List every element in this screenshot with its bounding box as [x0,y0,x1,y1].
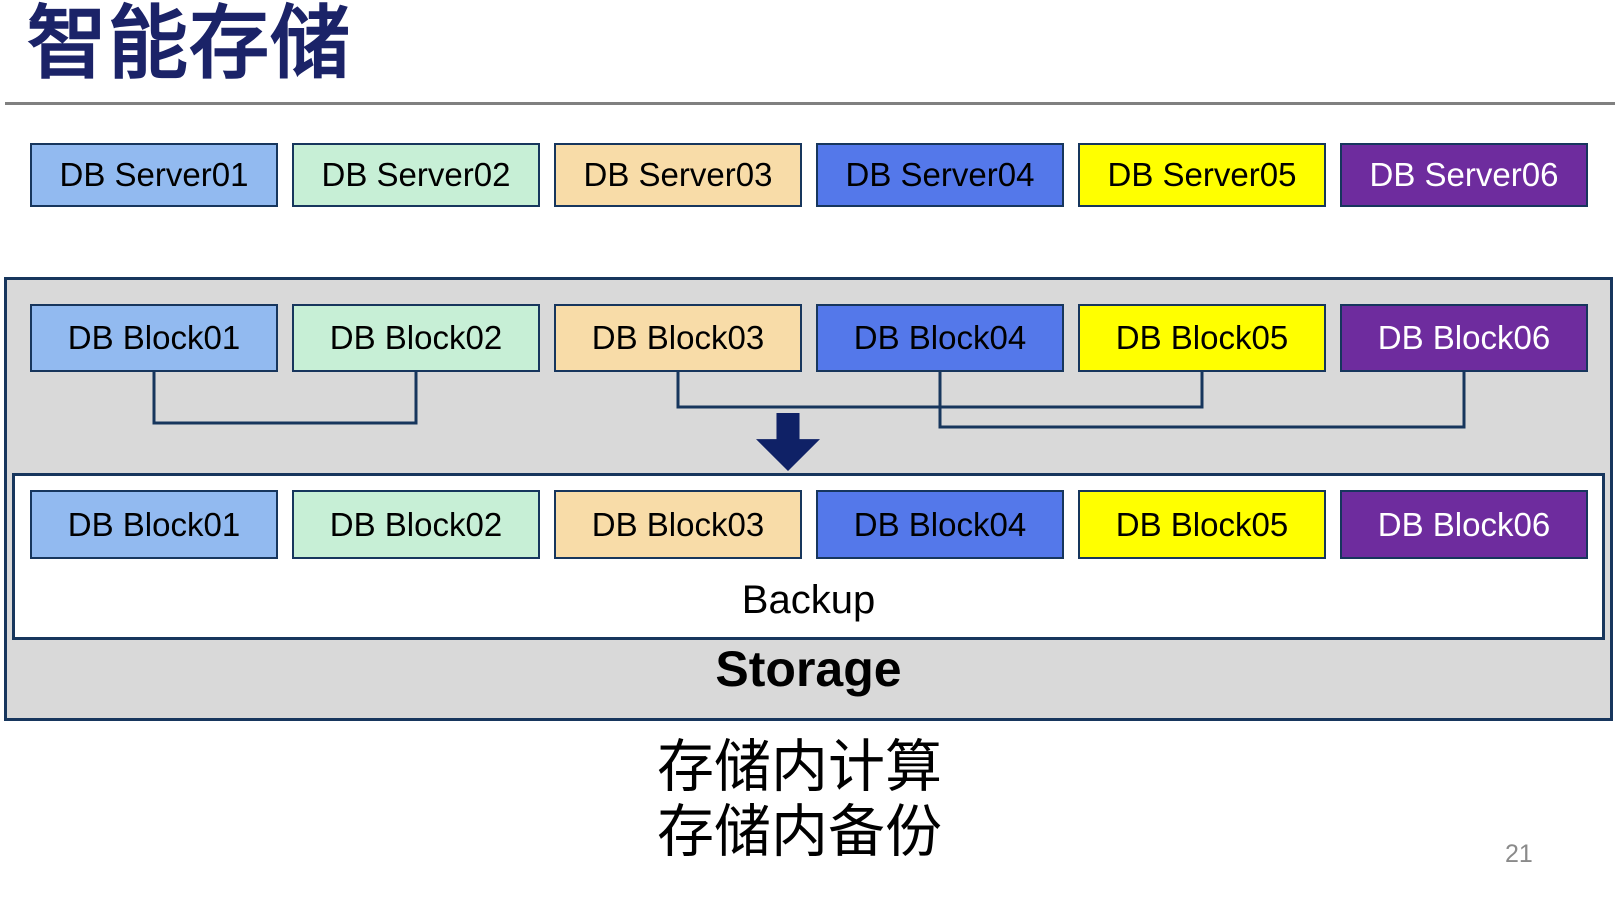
server-box-4: DB Server04 [816,143,1064,207]
caption-text: 存储内计算 存储内备份 [657,735,942,865]
caption-line-2: 存储内备份 [657,800,942,864]
db-block-5: DB Block05 [1078,304,1326,372]
db-block-backup-4: DB Block04 [816,490,1064,559]
db-block-4: DB Block04 [816,304,1064,372]
db-block-1: DB Block01 [30,304,278,372]
server-box-5: DB Server05 [1078,143,1326,207]
down-arrow-icon [756,413,820,471]
page-title: 智能存储 [27,0,351,88]
storage-label: Storage [715,641,902,697]
db-block-backup-5: DB Block05 [1078,490,1326,559]
db-block-backup-3: DB Block03 [554,490,802,559]
db-block-backup-1: DB Block01 [30,490,278,559]
title-separator [5,102,1615,105]
db-block-6: DB Block06 [1340,304,1588,372]
db-block-backup-6: DB Block06 [1340,490,1588,559]
db-block-backup-2: DB Block02 [292,490,540,559]
db-block-2: DB Block02 [292,304,540,372]
page-number: 21 [1505,840,1533,868]
db-block-3: DB Block03 [554,304,802,372]
caption-line-1: 存储内计算 [657,735,942,799]
server-box-6: DB Server06 [1340,143,1588,207]
server-box-1: DB Server01 [30,143,278,207]
backup-label: Backup [741,578,876,622]
server-box-3: DB Server03 [554,143,802,207]
server-box-2: DB Server02 [292,143,540,207]
